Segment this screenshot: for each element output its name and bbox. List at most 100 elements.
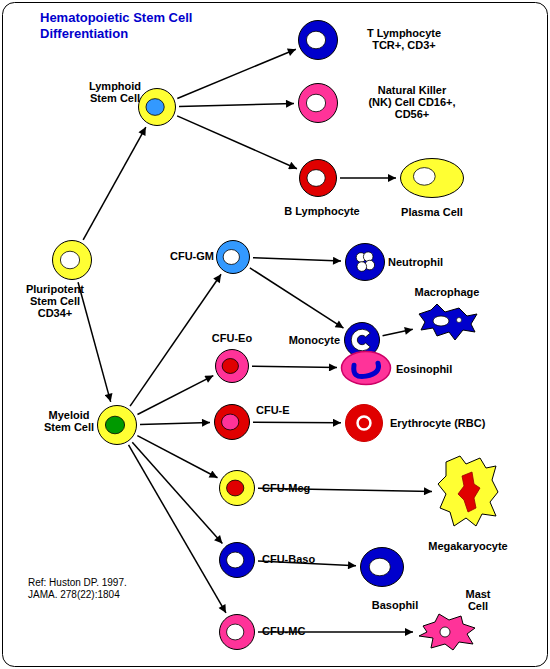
arrow-connector <box>177 49 296 98</box>
cell-body <box>299 84 338 123</box>
arrow-connector <box>253 258 341 261</box>
cell-node: Natural Killer (NK) Cell CD16+, CD56+ <box>298 83 338 123</box>
cell-nucleus <box>357 262 367 272</box>
cell-shape <box>360 547 404 587</box>
cell-shape <box>219 614 255 650</box>
cell-label: Megakaryocyte <box>418 540 518 552</box>
cell-nucleus <box>223 250 239 265</box>
arrow-connector <box>129 445 226 613</box>
cell-nucleus <box>307 170 325 187</box>
cell-body <box>98 406 137 445</box>
cell-node: Eosinophil <box>341 351 391 385</box>
cell-body <box>216 350 249 383</box>
cell-label: Neutrophil <box>388 256 443 268</box>
cell-label: T Lymphocyte TCR+, CD3+ <box>362 27 446 51</box>
arrow-connector <box>177 116 297 169</box>
cell-nucleus <box>440 627 450 637</box>
cell-body <box>401 159 464 198</box>
cell-shape <box>436 454 500 530</box>
cell-label: CFU-E <box>256 404 290 416</box>
cell-node: Plasma Cell <box>400 158 464 198</box>
cell-shape <box>345 243 385 281</box>
cell-label: Natural Killer (NK) Cell CD16+, CD56+ <box>368 84 456 120</box>
cell-body <box>346 405 383 442</box>
cell-shape <box>219 542 255 578</box>
diagram-title: Hematopoietic Stem Cell Differentiation <box>40 10 215 42</box>
cell-shape <box>341 351 391 385</box>
reference-note: Ref: Huston DP. 1997. JAMA. 278(22):1804 <box>28 577 153 601</box>
cell-body <box>220 543 255 578</box>
arrow-connector <box>78 282 111 402</box>
cell-body <box>220 471 255 506</box>
cell-body <box>215 405 250 440</box>
cell-node: CFU-E <box>214 404 250 440</box>
cell-nucleus <box>227 624 244 640</box>
cell-node: Myeloid Stem Cell <box>97 405 137 445</box>
arrow-connector <box>137 376 213 415</box>
cell-body <box>139 89 176 126</box>
cell-shape <box>345 404 383 442</box>
cell-part <box>358 417 371 430</box>
cell-nucleus <box>105 416 124 434</box>
cell-body <box>53 241 92 280</box>
cell-node: Pluripotent Stem Cell CD34+ <box>52 240 92 280</box>
cell-label: Erythrocyte (RBC) <box>390 417 485 429</box>
cell-node: Megakaryocyte <box>436 454 500 530</box>
cell-nucleus <box>351 329 370 351</box>
cell-node: CFU-Eo <box>215 349 249 383</box>
cell-body <box>217 241 250 274</box>
cell-nucleus <box>227 480 244 496</box>
arrow-connector <box>83 127 146 240</box>
cell-shape <box>215 349 249 383</box>
cell-shape <box>400 158 464 198</box>
cell-shape <box>299 159 337 197</box>
cell-node: Lymphoid Stem Cell <box>138 88 176 126</box>
cell-node: B Lymphocyte <box>299 159 337 197</box>
cell-label: CFU-MC <box>262 625 305 637</box>
cell-shape <box>216 240 250 274</box>
arrow-connector <box>140 423 210 425</box>
cell-body <box>361 548 404 587</box>
cell-body <box>299 21 338 60</box>
cell-nucleus <box>222 359 238 374</box>
cell-shape <box>214 404 250 440</box>
cell-label: Lymphoid Stem Cell <box>86 80 144 104</box>
arrow-connector <box>137 436 217 478</box>
cell-nucleus <box>458 472 480 512</box>
arrow-connector <box>250 268 344 328</box>
cell-shape <box>138 88 176 126</box>
cell-node: Erythrocyte (RBC) <box>345 404 383 442</box>
cell-node: Macrophage <box>415 302 479 342</box>
cell-node: T Lymphocyte TCR+, CD3+ <box>298 20 338 60</box>
arrow-connector <box>340 177 396 179</box>
cell-nucleus <box>60 251 79 269</box>
cell-nucleus <box>354 363 379 376</box>
cell-label: Basophil <box>345 599 445 611</box>
cell-label: Pluripotent Stem Cell CD34+ <box>20 283 90 319</box>
cell-shape <box>417 612 477 652</box>
cell-label: Mast Cell <box>458 588 498 612</box>
arrow-connector <box>179 104 294 107</box>
cell-nucleus <box>227 552 244 568</box>
cell-label: CFU-Meg <box>262 482 310 494</box>
cell-label: Eosinophil <box>396 363 452 375</box>
arrow-connector <box>130 274 221 406</box>
cell-nucleus <box>306 94 325 112</box>
cell-nucleus <box>306 31 325 49</box>
cell-body <box>342 352 391 385</box>
cell-label: Plasma Cell <box>382 206 482 218</box>
cell-nucleus <box>222 414 239 430</box>
cell-shape <box>298 20 338 60</box>
cell-node: CFU-GM <box>216 240 250 274</box>
cell-body <box>300 160 337 197</box>
cell-shape <box>298 83 338 123</box>
cell-node: CFU-Baso <box>219 542 255 578</box>
cell-body <box>346 244 385 281</box>
cell-nucleus <box>363 252 373 262</box>
cell-node: CFU-Meg <box>219 470 255 506</box>
cell-body <box>220 615 255 650</box>
cell-label: Myeloid Stem Cell <box>40 409 98 433</box>
cell-label: CFU-GM <box>158 250 214 262</box>
cell-body <box>419 614 475 650</box>
